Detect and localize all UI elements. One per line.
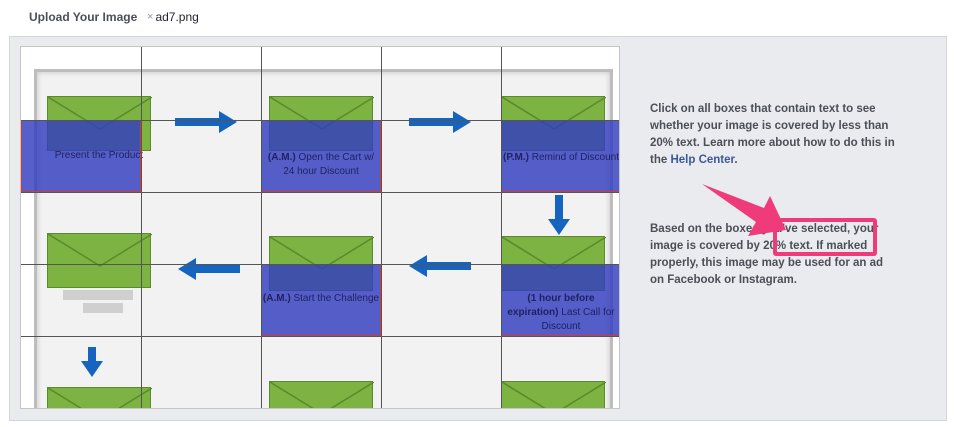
down-arrow-icon [548, 195, 570, 235]
grid-line [261, 47, 262, 408]
annotation-highlight-box [773, 218, 877, 256]
envelope-image [501, 381, 606, 408]
down-arrow-icon [81, 347, 103, 377]
selected-grid-cell[interactable] [501, 264, 619, 336]
right-arrow-icon [409, 111, 471, 133]
file-name: ad7.png [155, 10, 199, 24]
grid-line [381, 47, 382, 408]
upload-header: Upload Your Image × ad7.png [0, 0, 954, 34]
help-center-link[interactable]: Help Center [670, 154, 735, 166]
annotation-arrow-icon [702, 184, 786, 236]
step-label: (P.M.) Remind of Discount [503, 152, 619, 163]
image-preview-grid: Present the Product (A.M.) Open the Cart… [20, 46, 620, 409]
selected-grid-cell[interactable] [261, 264, 381, 336]
grid-line [501, 47, 502, 408]
remove-file-icon[interactable]: × [147, 11, 154, 23]
instructions-text: Click on all boxes that contain text to … [650, 103, 895, 166]
upload-title: Upload Your Image [29, 10, 138, 24]
result-text: Based on the boxes you've selected, your… [650, 223, 884, 286]
envelope-image [47, 387, 152, 408]
text-overlay-panel: Present the Product (A.M.) Open the Cart… [9, 36, 947, 421]
blurred-text [63, 290, 133, 300]
grid-line [21, 264, 619, 265]
envelope-image [269, 381, 374, 408]
left-arrow-icon [178, 258, 240, 280]
step-label: (A.M.) Start the Challenge [262, 293, 380, 304]
grid-line [21, 192, 619, 193]
step-label: Present the Product [54, 150, 144, 161]
grid-line [141, 47, 142, 408]
step-label: (A.M.) Open the Cart w/ 24 hour Discount [267, 152, 375, 177]
blurred-text [83, 303, 123, 313]
selected-grid-cell[interactable] [21, 120, 141, 192]
grid-line [21, 120, 619, 121]
left-arrow-icon [409, 255, 471, 277]
step-label: (1 hour before expiration) Last Call for… [507, 293, 615, 332]
right-arrow-icon [175, 111, 237, 133]
envelope-image [47, 233, 152, 288]
grid-line [21, 336, 619, 337]
file-chip: × ad7.png [147, 10, 199, 24]
